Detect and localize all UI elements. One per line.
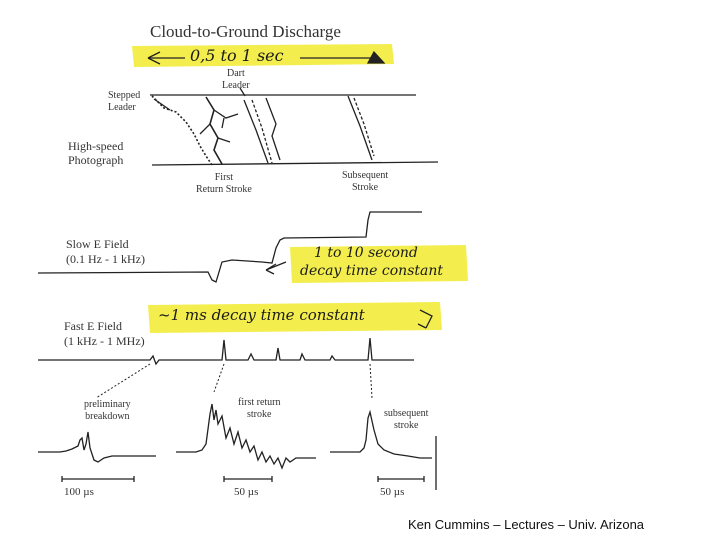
first-return-label: First Return Stroke [196, 172, 252, 195]
panel2-label: first return stroke [238, 397, 281, 420]
subsequent-channel [347, 95, 373, 161]
photograph-panel [150, 87, 439, 166]
panel3-label: subsequent stroke [384, 408, 429, 431]
fast-field-trace [38, 337, 414, 366]
dart-leader-channel [243, 99, 269, 164]
panel2-scale: 50 µs [234, 486, 259, 498]
page-title: Cloud-to-Ground Discharge [150, 22, 341, 41]
panel1-waveform [38, 431, 156, 463]
panel1-label: preliminary breakdown [84, 399, 131, 422]
first-return-channel [205, 96, 223, 165]
slow-field-trace [37, 211, 422, 283]
duration-arrow [147, 50, 386, 65]
highlight-slow-decay [290, 245, 468, 283]
dart-leader-label: Dart Leader [222, 68, 250, 91]
panel3-waveform [330, 409, 432, 459]
subsequent-stroke-label: Subsequent Stroke [342, 170, 389, 193]
credit-footer: Ken Cummins – Lectures – Univ. Arizona [408, 517, 645, 532]
scale-bars [61, 476, 425, 482]
stepped-leader-channel [151, 95, 213, 166]
slow-decay-note: 1 to 10 second decay time constant [300, 245, 443, 279]
photograph-row-label: High-speed Photograph [68, 139, 124, 167]
fast-decay-note: ~1 ms decay time constant [158, 306, 365, 324]
highlight-duration [132, 44, 394, 67]
panel3-scale: 50 µs [380, 486, 405, 498]
stepped-leader-label: Stepped Leader [108, 90, 141, 113]
panel2-waveform [176, 403, 316, 470]
highlight-fast-decay [148, 302, 442, 333]
slow-field-label: Slow E Field (0.1 Hz - 1 kHz) [66, 237, 145, 266]
panel1-scale: 100 µs [64, 486, 94, 498]
fast-field-label: Fast E Field (1 kHz - 1 MHz) [64, 319, 145, 348]
duration-note: 0,5 to 1 sec [190, 46, 284, 65]
